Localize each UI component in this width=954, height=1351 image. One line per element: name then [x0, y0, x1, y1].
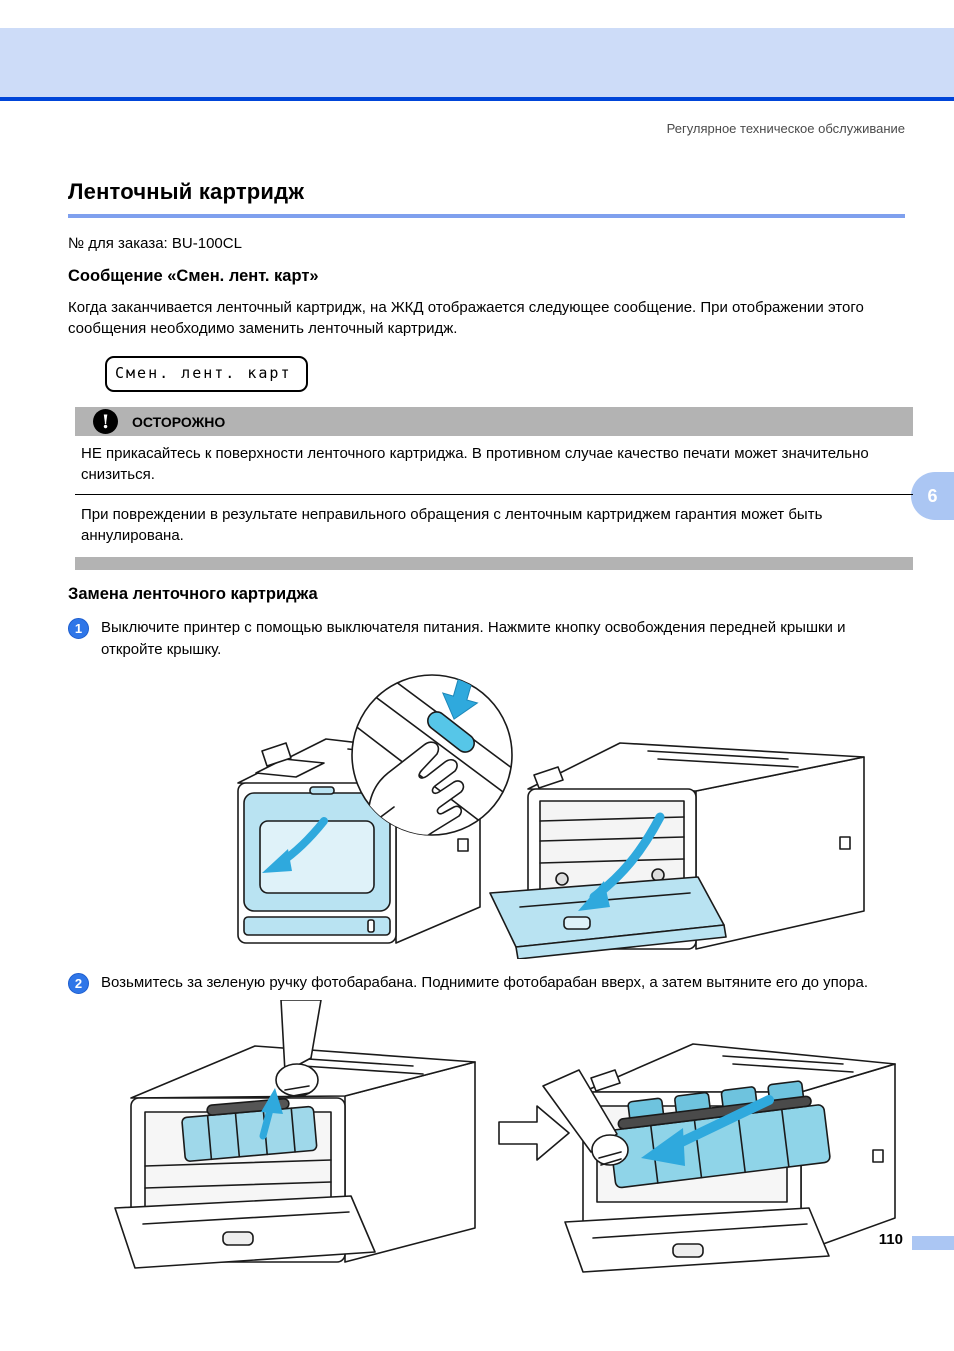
chapter-tab-number: 6	[927, 485, 938, 506]
order-number-line: № для заказа: BU-100CL	[68, 235, 242, 252]
page-number: 110	[878, 1231, 903, 1248]
drum-unit	[608, 1080, 831, 1189]
chapter-tab: 6	[911, 472, 954, 520]
printer-drum-pulled	[542, 1043, 896, 1273]
page-title: Ленточный картридж	[68, 179, 305, 204]
step-1: 1 Выключите принтер с помощью выключател…	[68, 617, 905, 661]
header-band	[0, 28, 954, 97]
pull-arrow-icon	[641, 1095, 774, 1166]
caution-label: ОСТОРОЖНО	[132, 413, 226, 430]
caution-footer-band	[75, 557, 913, 570]
caution-header: ! ОСТОРОЖНО	[75, 407, 913, 436]
replacement-heading: Замена ленточного картриджа	[68, 585, 318, 603]
footer-accent-block	[912, 1236, 954, 1250]
step-1-badge: 1	[68, 618, 89, 639]
printer-grab-handle	[114, 1000, 476, 1269]
caution-block: ! ОСТОРОЖНО НЕ прикасайтесь к поверхност…	[75, 407, 913, 570]
figure-open-front-cover	[237, 674, 865, 959]
step-1-text: Выключите принтер с помощью выключателя …	[101, 619, 846, 658]
lcd-display-box: Смен. лент. карт	[105, 356, 308, 392]
figure-pull-drum-unit	[114, 1000, 896, 1273]
open-direction-arrow-icon	[578, 812, 665, 911]
header-band-rule	[0, 97, 954, 101]
caution-item: НЕ прикасайтесь к поверхности ленточного…	[81, 445, 869, 483]
message-heading: Сообщение «Смен. лент. карт»	[68, 267, 319, 285]
printer-cover-open	[489, 742, 865, 959]
open-direction-arrow-icon	[262, 817, 328, 873]
lift-arrow-icon	[259, 1088, 283, 1140]
step-2: 2 Возьмитесь за зеленую ручку фотобараба…	[68, 972, 905, 994]
message-body: Когда заканчивается ленточный картридж, …	[68, 299, 864, 337]
running-head: Регулярное техническое обслуживание	[666, 121, 905, 136]
hand	[275, 1000, 322, 1098]
caution-separator	[75, 494, 913, 495]
cover-release-button	[427, 711, 475, 753]
hand	[542, 1069, 629, 1166]
content-column: Ленточный картридж № для заказа: BU-100C…	[68, 179, 913, 1290]
title-underline	[68, 214, 905, 218]
hand	[367, 741, 465, 835]
magnifier-detail	[351, 674, 513, 836]
caution-item: При повреждении в результате неправильно…	[81, 506, 823, 544]
next-step-arrow-icon	[498, 1105, 570, 1161]
exclamation-icon: !	[93, 409, 118, 434]
step-2-badge: 2	[68, 973, 89, 994]
step-2-text: Возьмитесь за зеленую ручку фотобарабана…	[101, 974, 868, 991]
